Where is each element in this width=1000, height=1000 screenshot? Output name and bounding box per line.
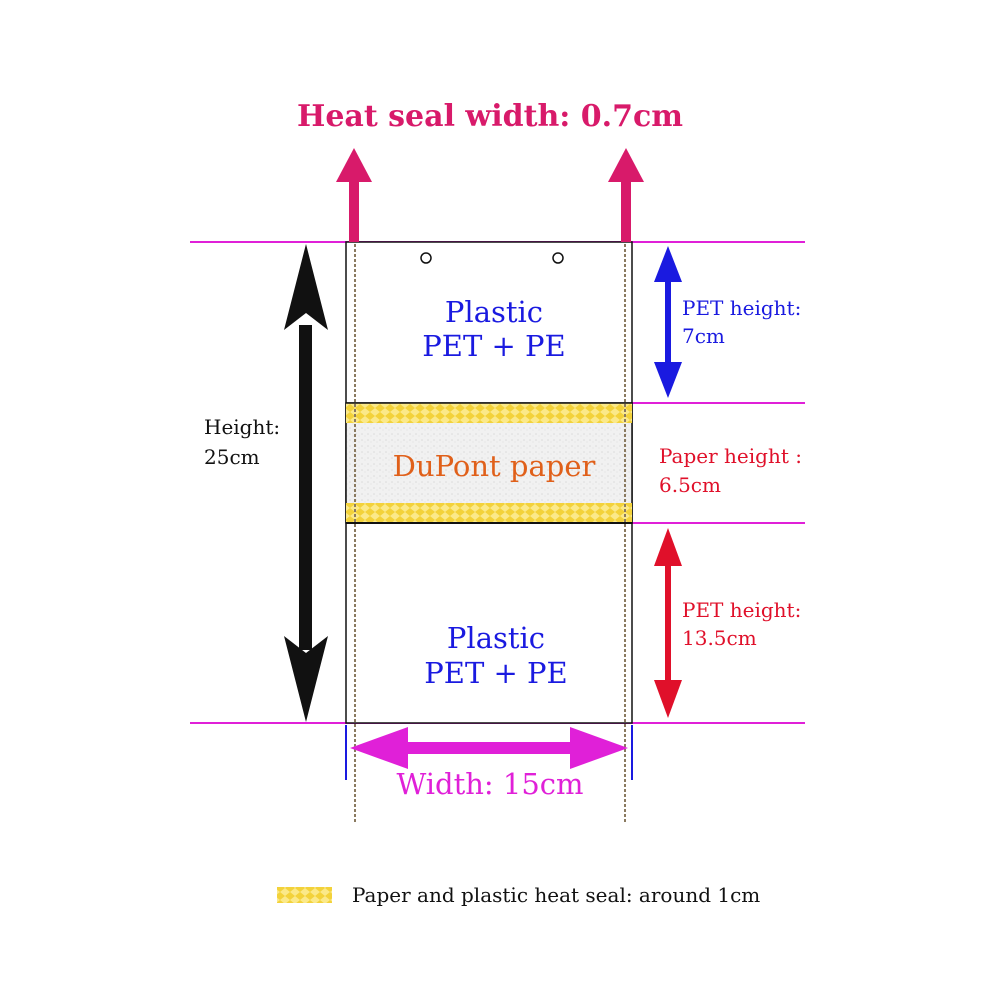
paper-height-label-line2: 6.5cm	[659, 473, 721, 497]
legend-swatch	[277, 887, 332, 903]
height-label-line2: 25cm	[204, 445, 260, 469]
width-arrow	[350, 727, 628, 769]
hang-hole-left	[420, 252, 432, 264]
heat-seal-strip-top	[346, 403, 632, 423]
paper-section-label: DuPont paper	[393, 449, 596, 483]
pet-top-label-line2: 7cm	[682, 324, 725, 348]
heat-seal-arrow-right	[608, 148, 644, 242]
height-label-line1: Height:	[204, 415, 280, 439]
hang-hole-right	[552, 252, 564, 264]
pet-bottom-label-line1: PET height:	[682, 598, 801, 622]
heat-seal-strip-bottom	[346, 503, 632, 523]
height-arrow	[284, 244, 328, 722]
bottom-section-label-line2: PET + PE	[424, 656, 567, 690]
heat-seal-arrow-left	[336, 148, 372, 242]
pet-bottom-label-line2: 13.5cm	[682, 626, 757, 650]
heat-seal-title: Heat seal width: 0.7cm	[297, 99, 683, 134]
top-section-label-line1: Plastic	[445, 295, 543, 329]
paper-height-label-line1: Paper height :	[659, 444, 802, 468]
top-section-label-line2: PET + PE	[422, 329, 565, 363]
pet-top-label-line1: PET height:	[682, 296, 801, 320]
legend-text: Paper and plastic heat seal: around 1cm	[352, 883, 760, 907]
bottom-section-label-line1: Plastic	[447, 621, 545, 655]
width-label: Width: 15cm	[396, 767, 583, 801]
pet-top-height-arrow	[654, 246, 682, 398]
pet-bottom-height-arrow	[654, 528, 682, 718]
